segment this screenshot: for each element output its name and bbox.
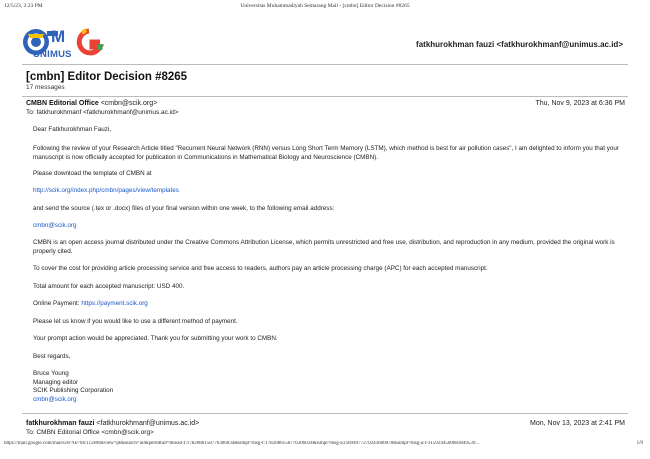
prompt-action-paragraph: Your prompt action would be appreciated.… xyxy=(33,335,278,342)
online-payment: Online Payment: https://payment.scik.org xyxy=(33,300,625,309)
license-paragraph: CMBN is an open access journal distribut… xyxy=(33,239,615,255)
message-recipient: To: CMBN Editorial Office <cmbn@scik.org… xyxy=(26,429,154,436)
message-date: Thu, Nov 9, 2023 at 6:36 PM xyxy=(535,100,626,107)
message-divider xyxy=(22,413,628,414)
unimus-gmail-logo: M UNIMUS xyxy=(22,26,105,62)
online-payment-label: Online Payment: xyxy=(33,300,82,307)
total-amount: Total amount for each accepted manuscrip… xyxy=(33,283,185,290)
print-header: 12/5/23, 2:23 PM Universitas Muhammadiya… xyxy=(0,3,650,13)
template-link[interactable]: http://scik.org/index.php/cmbn/pages/vie… xyxy=(33,187,179,194)
signature-email-link[interactable]: cmbn@scik.org xyxy=(33,395,77,403)
send-paragraph: and send the source (.tex or .docx) file… xyxy=(33,205,335,212)
acceptance-paragraph: Following the review of your Research Ar… xyxy=(33,145,619,161)
sender-email: <fatkhurokhmanf@unimus.ac.id> xyxy=(96,420,200,427)
message-sender: CMBN Editorial Office <cmbn@scik.org> xyxy=(26,100,157,107)
signature-role: Managing editor xyxy=(33,378,79,386)
print-page-title: Universitas Muhammadiyah Semarang Mail -… xyxy=(240,3,410,9)
signature-org: SCIK Publishing Corporation xyxy=(33,387,114,395)
logo-unimus-text: UNIMUS xyxy=(33,49,72,60)
logo-letter-m: M xyxy=(51,27,66,46)
payment-method-paragraph: Please let us know if you would like to … xyxy=(33,318,238,325)
message-date: Mon, Nov 13, 2023 at 2:41 PM xyxy=(530,420,625,427)
print-timestamp: 12/5/23, 2:23 PM xyxy=(4,3,43,9)
print-url: https://mail.google.com/mail/u/0/?ik=6fc… xyxy=(4,441,480,446)
sender-email: <cmbn@scik.org> xyxy=(100,100,158,107)
header-divider xyxy=(22,64,628,65)
signature-name: Bruce Young xyxy=(33,370,69,377)
payment-link[interactable]: https://payment.scik.org xyxy=(81,300,148,307)
subject-divider xyxy=(22,96,628,97)
account-email: fatkhurokhman fauzi <fatkhurokhmanf@unim… xyxy=(416,40,623,49)
signature: Bruce Young Managing editor SCIK Publish… xyxy=(33,370,625,404)
sender-name: CMBN Editorial Office xyxy=(26,100,99,107)
message-count: 17 messages xyxy=(26,84,65,91)
sender-name: fatkhurokhman fauzi xyxy=(26,420,95,427)
download-paragraph: Please download the template of CMBN at xyxy=(33,170,152,177)
regards: Best regards, xyxy=(33,353,71,360)
message-recipient: To: fatkhurokhmanf <fatkhurokhmanf@unimu… xyxy=(26,109,179,116)
email-link[interactable]: cmbn@scik.org xyxy=(33,222,77,229)
greeting: Dear Fatkhurokhman Fauzi, xyxy=(33,126,112,133)
apc-paragraph: To cover the cost for providing article … xyxy=(33,265,488,272)
thread-subject: [cmbn] Editor Decision #8265 xyxy=(26,71,188,83)
print-footer: https://mail.google.com/mail/u/0/?ik=6fc… xyxy=(0,441,650,451)
unimus-emblem-icon xyxy=(23,28,105,56)
page-number: 1/9 xyxy=(636,441,643,446)
message-sender: fatkhurokhman fauzi <fatkhurokhmanf@unim… xyxy=(26,420,199,427)
